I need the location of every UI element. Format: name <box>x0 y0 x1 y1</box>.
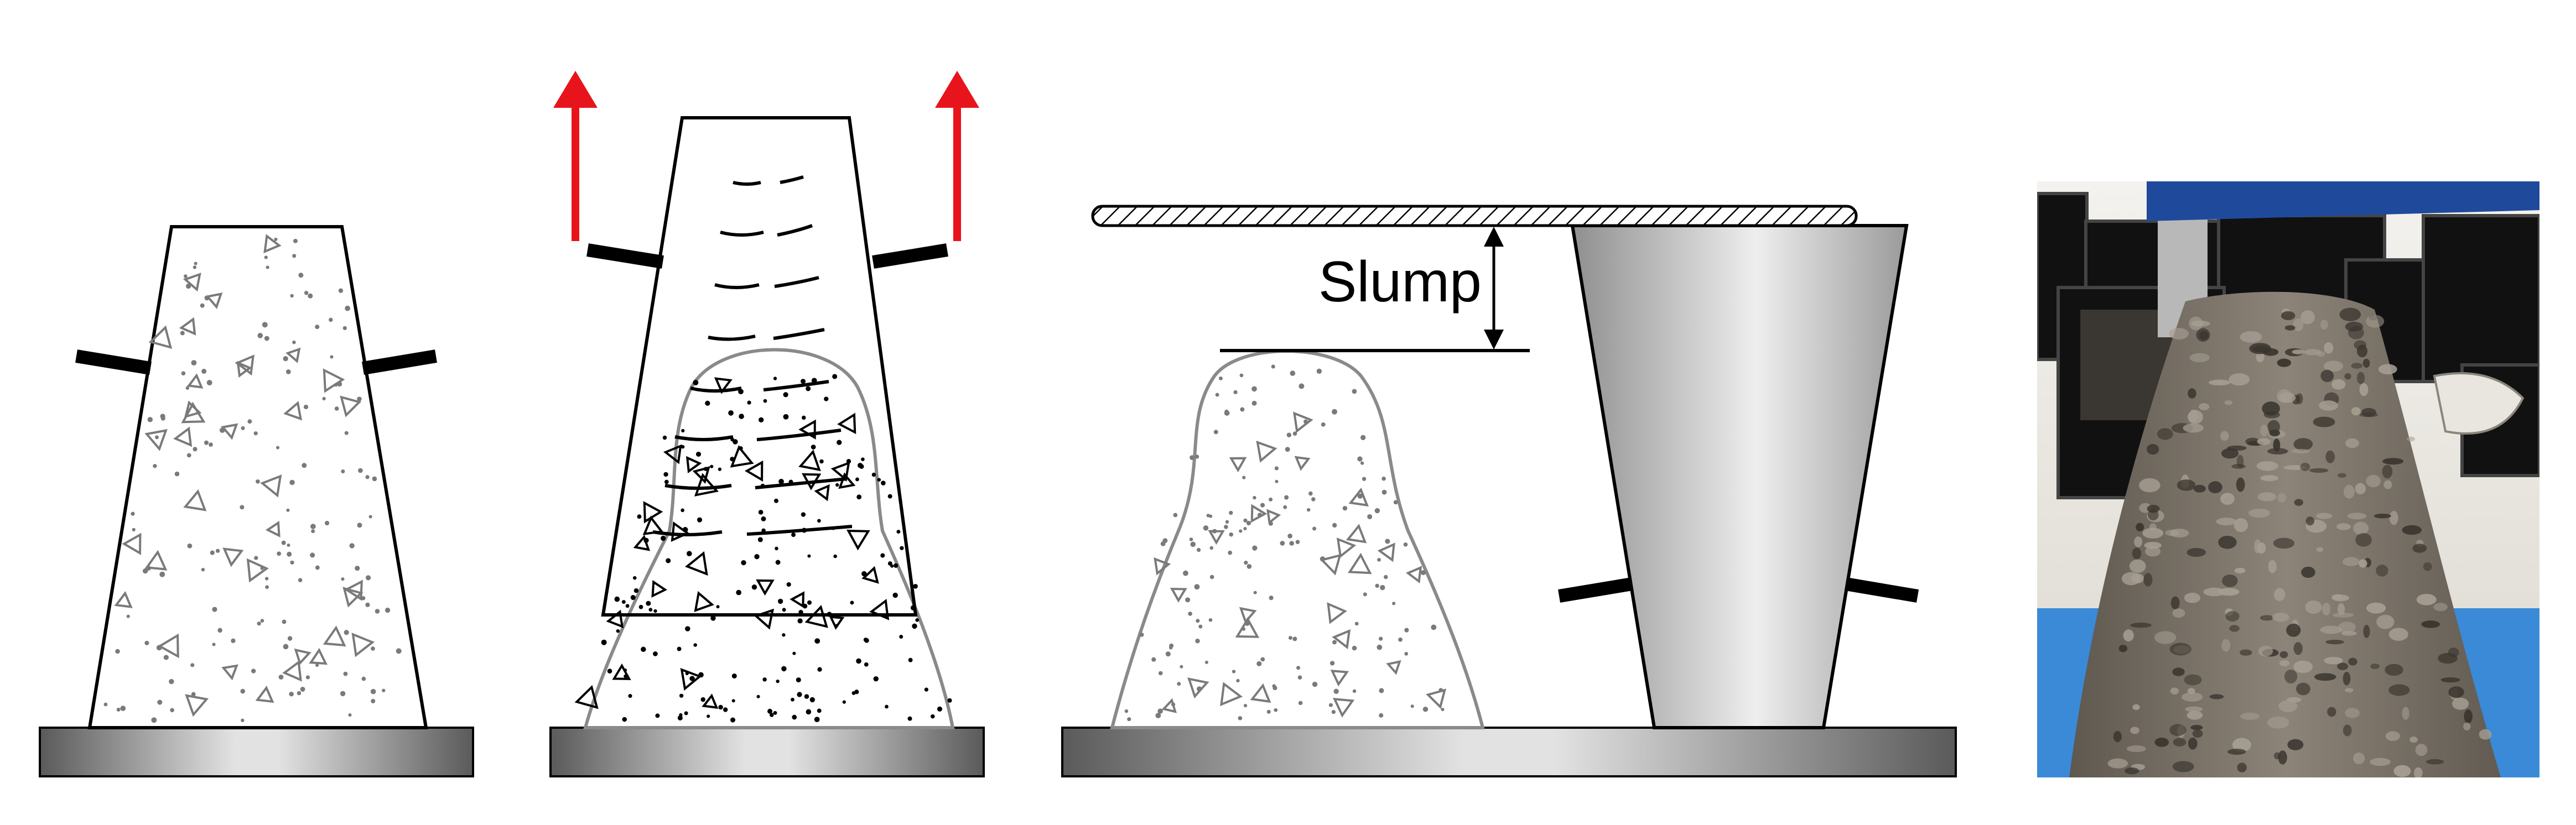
aggregate-texture <box>103 234 402 723</box>
base-plate <box>39 727 474 777</box>
panel-slump-measurement: Slump <box>1061 205 1957 777</box>
internal-flow-lines <box>652 175 853 536</box>
base-plate <box>549 727 985 777</box>
inverted-cone-mold <box>1570 224 1909 729</box>
photo-concrete-cone <box>2069 291 2501 777</box>
slumped-concrete <box>1110 349 1485 729</box>
arrow-up-icon <box>553 71 598 241</box>
cone-handle-right <box>1844 577 1919 603</box>
cone-handle-left <box>75 349 152 375</box>
cone-handle-left <box>586 243 664 269</box>
cone-mold <box>601 116 918 617</box>
concrete-mass <box>583 348 955 729</box>
cone-mold <box>87 225 428 729</box>
cone-handle-left <box>1558 577 1633 603</box>
straight-edge-rod <box>1091 205 1858 227</box>
panel-lifting-cone <box>549 71 985 777</box>
concrete-surface-texture <box>2107 307 2492 777</box>
panel-photo <box>2037 181 2539 777</box>
base-plate <box>1061 727 1957 777</box>
slump-label: Slump <box>1318 250 1482 314</box>
blue-mold-top <box>2147 181 2539 221</box>
arrow-up-icon <box>935 71 979 241</box>
cone-handle-right <box>362 349 437 375</box>
double-arrow-vertical-icon <box>1484 227 1504 349</box>
panel-filled-cone <box>39 225 474 777</box>
aggregate-texture <box>1124 364 1447 722</box>
bowl <box>2433 372 2525 435</box>
cone-handle-right <box>872 243 948 269</box>
